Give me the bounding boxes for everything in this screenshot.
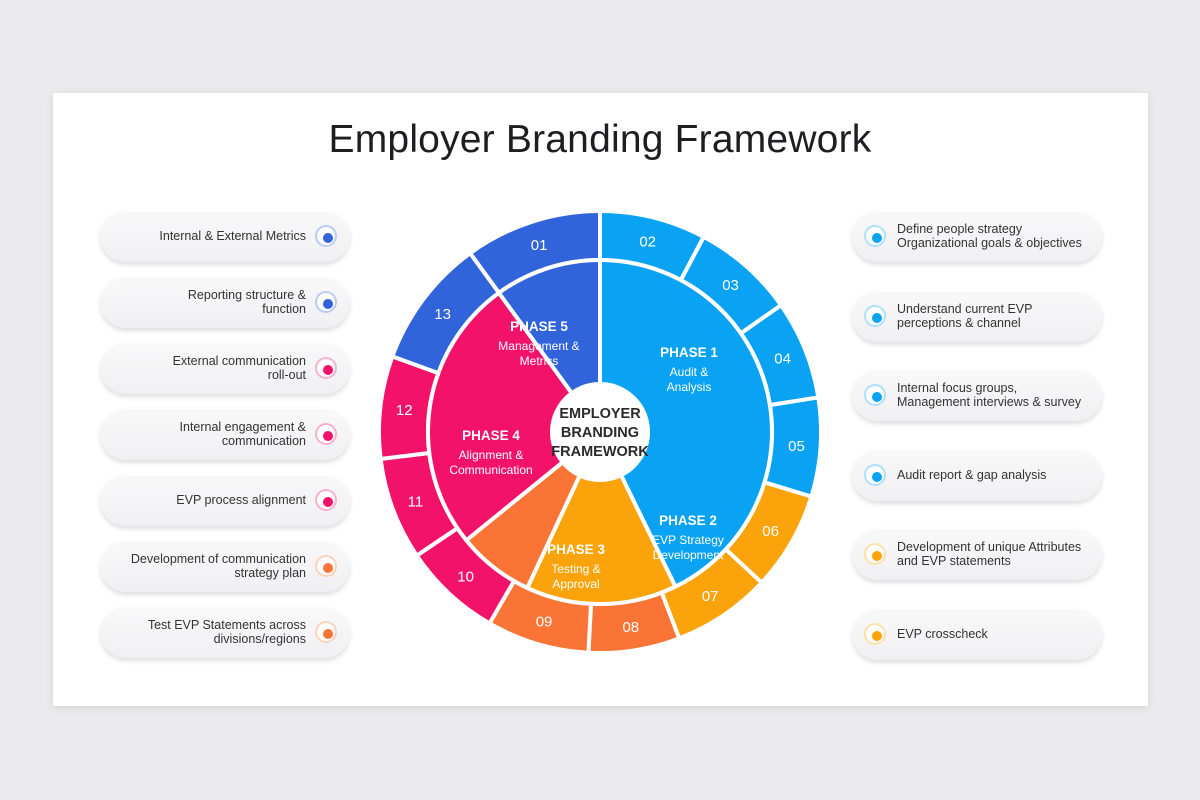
phase-3-subtitle-line2: Approval <box>552 577 599 591</box>
right-item-2-line1: Understand current EVP <box>897 302 1033 316</box>
step-number-01: 01 <box>531 237 548 254</box>
step-number-02: 02 <box>639 233 656 250</box>
left-item-2-line1: Reporting structure & <box>187 288 306 302</box>
phase-4-subtitle-line1: Alignment & <box>459 448 524 462</box>
right-item-4: Audit report & gap analysis <box>852 449 1102 501</box>
left-item-6-line2: strategy plan <box>234 566 306 580</box>
target-icon <box>315 621 337 643</box>
step-number-07: 07 <box>702 588 719 605</box>
step-number-13: 13 <box>434 306 451 323</box>
center-title-line2: BRANDING <box>561 425 639 441</box>
target-icon <box>864 543 886 565</box>
center-title-line3: FRAMEWORK <box>551 444 649 460</box>
left-item-2: Reporting structure &function <box>100 276 350 328</box>
phase-2-subtitle-line1: EVP Strategy <box>652 533 724 547</box>
left-item-4-line2: communication <box>221 434 306 448</box>
phase-5-subtitle-line1: Management & <box>498 339 579 353</box>
phase-2-title: PHASE 2 <box>659 513 717 528</box>
step-number-08: 08 <box>622 619 639 636</box>
right-item-1-line1: Define people strategy <box>897 222 1023 236</box>
right-item-4-line1: Audit report & gap analysis <box>897 468 1047 482</box>
center-title-line1: EMPLOYER <box>559 406 641 422</box>
phase-1-title: PHASE 1 <box>660 345 718 360</box>
left-item-7-line2: divisions/regions <box>213 632 306 646</box>
right-item-6: EVP crosscheck <box>852 608 1102 660</box>
left-item-4-line1: Internal engagement & <box>179 420 306 434</box>
page-title: Employer Branding Framework <box>328 118 872 161</box>
right-item-5-line1: Development of unique Attributes <box>897 540 1082 554</box>
target-icon <box>315 357 337 379</box>
left-item-1-line1: Internal & External Metrics <box>159 229 306 243</box>
step-number-12: 12 <box>396 402 413 419</box>
left-item-6-line1: Development of communication <box>130 552 306 566</box>
step-number-11: 11 <box>408 493 424 510</box>
center-circle <box>551 383 649 481</box>
phase-1-subtitle-line2: Analysis <box>667 380 712 394</box>
right-item-1-line2: Organizational goals & objectives <box>897 236 1082 250</box>
left-item-3-line2: roll-out <box>267 368 306 382</box>
right-item-6-line1: EVP crosscheck <box>897 627 988 641</box>
phase-5-subtitle-line2: Metrics <box>520 354 559 368</box>
target-icon <box>315 291 337 313</box>
left-item-3-line1: External communication <box>172 354 306 368</box>
left-item-1: Internal & External Metrics <box>100 210 350 262</box>
left-item-4: Internal engagement &communication <box>100 408 350 460</box>
phase-2-subtitle-line2: Development <box>653 548 724 562</box>
target-icon <box>864 464 886 486</box>
right-item-3-line1: Internal focus groups, <box>897 381 1018 395</box>
target-icon <box>315 489 337 511</box>
target-icon <box>315 423 337 445</box>
phase-3-title: PHASE 3 <box>547 542 605 557</box>
right-item-2-line2: perceptions & channel <box>897 316 1021 330</box>
target-icon <box>864 623 886 645</box>
target-icon <box>315 555 337 577</box>
step-number-10: 10 <box>457 569 474 586</box>
target-icon <box>864 225 886 247</box>
target-icon <box>864 384 886 406</box>
step-number-04: 04 <box>774 351 791 368</box>
phase-3-subtitle-line1: Testing & <box>551 562 600 576</box>
target-icon <box>315 225 337 247</box>
left-item-7-line1: Test EVP Statements across <box>147 618 306 632</box>
target-icon <box>864 305 886 327</box>
step-number-03: 03 <box>722 277 739 294</box>
step-number-06: 06 <box>762 523 779 540</box>
right-item-3: Internal focus groups,Management intervi… <box>852 369 1102 421</box>
step-number-05: 05 <box>788 438 805 455</box>
left-item-5: EVP process alignment <box>100 474 350 526</box>
phase-5-title: PHASE 5 <box>510 319 568 334</box>
left-item-5-line1: EVP process alignment <box>176 493 306 507</box>
phase-1-subtitle-line1: Audit & <box>670 365 709 379</box>
phase-4-subtitle-line2: Communication <box>449 463 532 477</box>
right-item-3-line2: Management interviews & survey <box>897 395 1082 409</box>
step-number-09: 09 <box>536 613 553 630</box>
phase-4-title: PHASE 4 <box>462 428 520 443</box>
left-item-2-line2: function <box>262 302 306 316</box>
right-item-5-line2: and EVP statements <box>897 554 1011 568</box>
